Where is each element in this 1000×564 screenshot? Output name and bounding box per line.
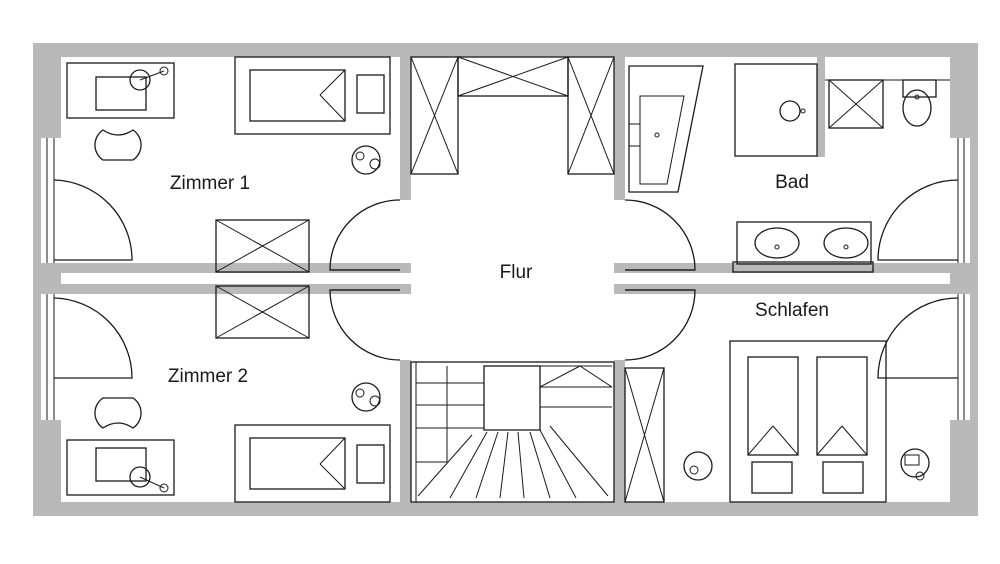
bathroom-fixtures bbox=[628, 63, 950, 273]
corridor-closets bbox=[410, 56, 615, 175]
room-label-flur: Flur bbox=[500, 262, 533, 283]
room-label-zimmer2: Zimmer 2 bbox=[168, 366, 248, 387]
room-label-bad: Bad bbox=[775, 172, 809, 193]
stairs bbox=[410, 361, 615, 503]
zimmer1-furniture bbox=[66, 56, 391, 273]
room-label-zimmer1: Zimmer 1 bbox=[170, 173, 250, 194]
windows bbox=[46, 138, 965, 420]
room-label-schlafen: Schlafen bbox=[755, 300, 829, 321]
bedroom-furniture bbox=[624, 340, 930, 503]
zimmer2-furniture bbox=[66, 285, 391, 503]
doors bbox=[53, 179, 959, 379]
